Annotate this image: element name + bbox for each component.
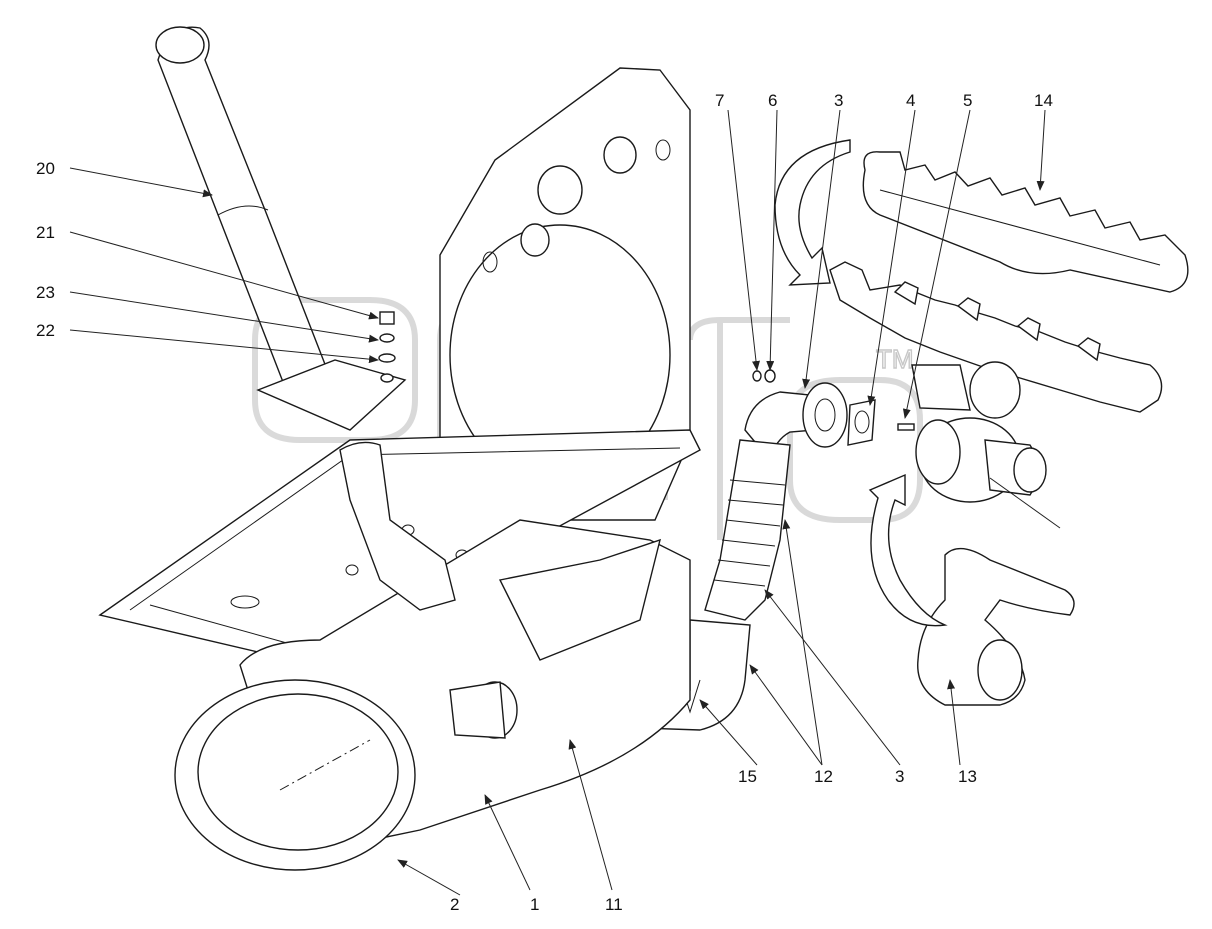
callout-15: 15 xyxy=(738,767,757,786)
callout-3-bottom: 3 xyxy=(895,767,904,786)
callout-7: 7 xyxy=(715,91,724,110)
watermark-text: TM xyxy=(876,344,914,374)
callout-20: 20 xyxy=(36,159,55,178)
callout-4: 4 xyxy=(906,91,915,110)
callout-1: 1 xyxy=(530,895,539,914)
fastener-set-part xyxy=(378,311,396,383)
muffler-outlet-part xyxy=(174,679,416,871)
callout-13: 13 xyxy=(958,767,977,786)
callout-12: 12 xyxy=(814,767,833,786)
callout-23: 23 xyxy=(36,283,55,302)
callout-11: 11 xyxy=(605,895,623,914)
callout-labels: 7 6 3 4 5 14 20 21 23 22 15 12 3 13 2 1 … xyxy=(36,91,1053,914)
assembly-arrows xyxy=(774,139,948,627)
callout-22: 22 xyxy=(36,321,55,340)
firewall-panel-part xyxy=(439,67,691,546)
heat-shield-part xyxy=(862,151,1189,293)
callout-3-top: 3 xyxy=(834,91,843,110)
tail-pipe-part xyxy=(155,26,456,611)
intake-elbow-part xyxy=(917,547,1075,706)
leader-lines xyxy=(69,109,1046,896)
callout-14: 14 xyxy=(1034,91,1053,110)
callout-21: 21 xyxy=(36,223,55,242)
callout-2: 2 xyxy=(450,895,459,914)
callout-5: 5 xyxy=(963,91,972,110)
callout-6: 6 xyxy=(768,91,777,110)
turbocharger-part xyxy=(915,361,1061,529)
